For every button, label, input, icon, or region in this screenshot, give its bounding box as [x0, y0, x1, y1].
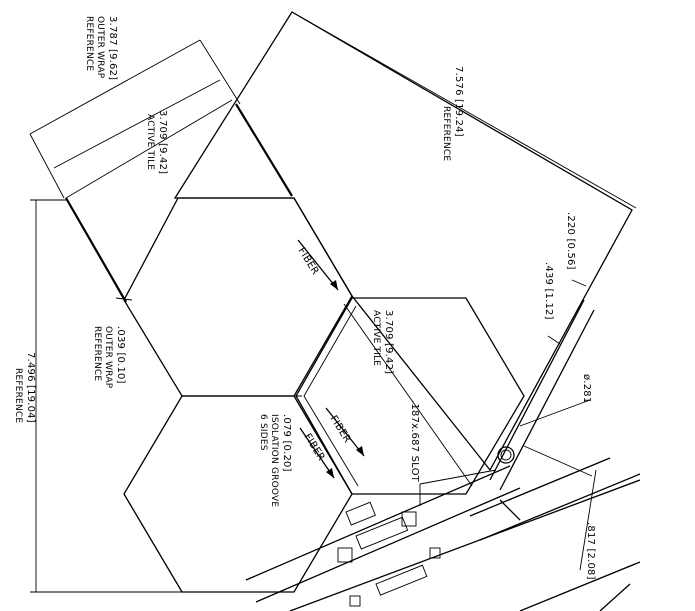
dim-active-tile-top-value: 3.709 [9.42] — [157, 110, 168, 174]
dim-isolation-groove-line2: ISOLATION GROOVE — [269, 414, 279, 507]
tile-edge — [123, 493, 183, 593]
dim-outer-wrap-small-line3: REFERENCE — [92, 326, 102, 381]
dim-outer-wrap-small-value: .039 [0.10] — [115, 326, 126, 384]
dim-isolation-groove-line3: 6 SIDES — [258, 414, 268, 451]
dim-overall-top-line2: REFERENCE — [441, 106, 451, 161]
dim-overall-left-value: 7.496 [19.04] — [25, 352, 36, 423]
fiber-label-1: FIBER — [295, 246, 320, 277]
dim-active-tile-mid-line2: ACTIVE TILE — [371, 310, 381, 366]
dim-isolation-groove-value: .079 [0.20] — [281, 414, 292, 472]
dim-right-3: .817 [2.08] — [585, 522, 596, 580]
hexagon-top — [173, 11, 633, 472]
dim-hole: ø.281 — [581, 374, 592, 403]
dim-outer-wrap-small-line2: OUTER WRAP — [103, 326, 113, 389]
dim-overall-left-line2: REFERENCE — [13, 368, 23, 423]
fiber-arrows — [297, 239, 365, 479]
fiber-label-2: FIBER — [327, 414, 352, 445]
dim-slot-value: .187x.687 SLOT — [409, 400, 420, 483]
hexagon-bottom — [123, 395, 353, 593]
dim-outer-wrap-top-value: 3.787 [9.62] — [107, 16, 118, 80]
dim-outer-wrap-top-line3: REFERENCE — [84, 16, 94, 71]
dimension-lines — [29, 11, 637, 593]
isolation-groove-line — [303, 305, 359, 487]
fiber-label-3: FIBER — [301, 432, 326, 463]
slot-hole — [497, 446, 515, 464]
connector-assembly — [245, 457, 641, 611]
dim-outer-wrap-top-line2: OUTER WRAP — [95, 16, 105, 79]
dim-active-tile-top-line2: ACTIVE TILE — [145, 114, 155, 170]
hexagon-left — [123, 197, 353, 397]
dim-right-1: .220 [0.56] — [565, 212, 576, 270]
dimension-labels: 3.787 [9.62] OUTER WRAP REFERENCE 3.709 … — [13, 16, 596, 580]
dim-right-2: .439 [1.12] — [543, 262, 554, 320]
dim-overall-top-value: 7.576 [19.24] — [453, 66, 464, 137]
dim-active-tile-mid-value: 3.709 [9.42] — [383, 310, 394, 374]
